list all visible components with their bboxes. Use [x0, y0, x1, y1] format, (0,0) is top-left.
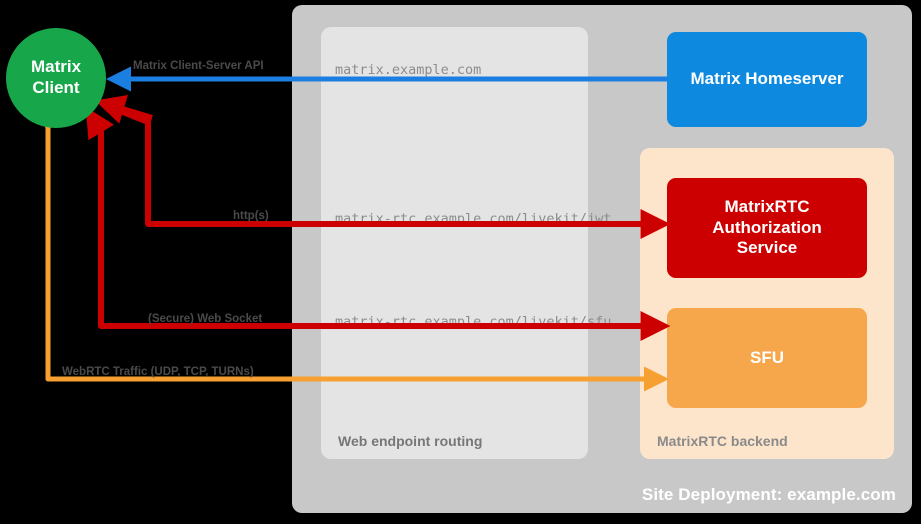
node-matrix-homeserver[interactable]: Matrix Homeserver — [667, 32, 867, 127]
endpoint-url-homeserver: matrix.example.com — [335, 62, 482, 78]
wire-label-web-socket: (Secure) Web Socket — [148, 313, 263, 325]
web-endpoint-routing-panel: Web endpoint routing — [321, 27, 588, 459]
web-endpoint-routing-label: Web endpoint routing — [338, 433, 483, 449]
node-matrix-client-label: Matrix Client — [31, 57, 81, 98]
node-authorization-service-label-line1: MatrixRTC — [724, 196, 810, 216]
endpoint-url-sfu: matrix-rtc.example.com/livekit/sfu — [335, 314, 612, 330]
node-matrix-client-label-line1: Matrix — [30, 57, 82, 77]
node-authorization-service-label: MatrixRTC Authorization Service — [712, 197, 822, 259]
wire-label-client-server-api: Matrix Client-Server API — [133, 60, 264, 72]
wire-http-s-return-head — [94, 94, 153, 124]
node-sfu-label: SFU — [750, 347, 784, 367]
wire-label-webrtc-traffic: WebRTC Traffic (UDP, TCP, TURNs) — [62, 366, 254, 378]
node-matrix-homeserver-label: Matrix Homeserver — [690, 69, 844, 89]
node-authorization-service-label-line3: Service — [736, 238, 798, 258]
matrixrtc-backend-label: MatrixRTC backend — [657, 433, 788, 449]
node-authorization-service-label-line2: Authorization — [712, 217, 822, 237]
site-deployment-label: Site Deployment: example.com — [641, 485, 896, 504]
node-matrix-client-label-line2: Client — [32, 78, 80, 97]
wire-web-socket-return-head — [85, 106, 115, 141]
node-sfu[interactable]: SFU — [667, 308, 867, 408]
node-authorization-service[interactable]: MatrixRTC Authorization Service — [667, 178, 867, 278]
wire-label-http-s: http(s) — [233, 210, 269, 222]
endpoint-url-jwt: matrix-rtc.example.com/livekit/jwt — [335, 211, 612, 227]
node-matrix-client[interactable]: Matrix Client — [6, 28, 106, 128]
